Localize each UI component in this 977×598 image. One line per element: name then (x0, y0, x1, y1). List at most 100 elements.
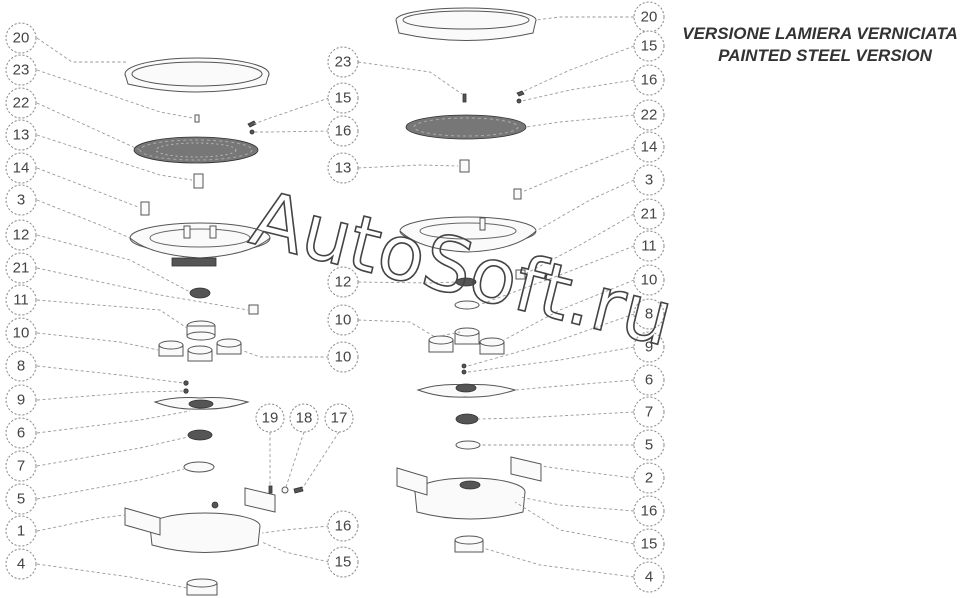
svg-text:16: 16 (335, 518, 352, 535)
left-part-15-screw (247, 120, 257, 128)
callout-left-7: 7 (5, 450, 37, 482)
svg-text:7: 7 (17, 458, 25, 475)
right-part-16-washer (516, 98, 522, 104)
svg-text:3: 3 (645, 172, 653, 189)
svg-text:20: 20 (13, 30, 30, 47)
callout-right-8: 8 (633, 298, 665, 330)
svg-text:13: 13 (13, 127, 30, 144)
right-part-20-rim (395, 7, 537, 41)
right-part-5-ring (455, 440, 481, 450)
left-part-11-cup (186, 320, 216, 341)
callout-left-20: 20 (5, 22, 37, 54)
svg-text:4: 4 (17, 556, 25, 573)
left-part-14-sleeve (140, 201, 150, 216)
callout-left-12: 12 (5, 219, 37, 251)
svg-text:15: 15 (641, 536, 658, 553)
callout-left-11: 11 (5, 284, 37, 316)
svg-text:23: 23 (13, 62, 30, 79)
callout-left-18: 18 (289, 403, 319, 433)
callout-left-16b: 16 (327, 510, 359, 542)
left-part-17 (293, 486, 304, 494)
svg-text:2: 2 (645, 470, 653, 487)
left-part-9-screw (183, 388, 189, 394)
svg-text:10: 10 (335, 312, 352, 329)
svg-text:17: 17 (331, 410, 348, 427)
right-part-7-ring (455, 413, 479, 425)
callout-right-3: 3 (633, 164, 665, 196)
callout-left-3: 3 (5, 184, 37, 216)
svg-text:10: 10 (13, 325, 30, 342)
svg-text:9: 9 (17, 392, 25, 409)
left-part-7-ring (187, 429, 213, 441)
svg-text:19: 19 (262, 410, 279, 427)
right-part-12-nut (455, 277, 477, 287)
svg-text:16: 16 (641, 503, 658, 520)
leader-lines (36, 16, 635, 589)
left-part-3-burner (129, 222, 271, 267)
svg-text:10: 10 (335, 349, 352, 366)
callout-right-11: 11 (633, 230, 665, 262)
svg-text:6: 6 (645, 372, 653, 389)
svg-text:11: 11 (641, 238, 657, 255)
callout-right-13: 13 (327, 152, 359, 184)
svg-text:16: 16 (335, 123, 352, 140)
right-part-22-grill (405, 114, 527, 140)
svg-text:11: 11 (13, 292, 29, 309)
callout-left-23: 23 (5, 54, 37, 86)
callout-right-23: 23 (327, 46, 359, 78)
left-part-10-cups (158, 338, 242, 362)
left-part-8-screw (183, 380, 189, 386)
right-part-4-cup (454, 535, 484, 553)
callout-right-6: 6 (633, 364, 665, 396)
right-part-13-sleeve (459, 159, 470, 173)
svg-text:21: 21 (13, 260, 30, 277)
callout-right-21: 21 (633, 198, 665, 230)
svg-text:5: 5 (17, 491, 25, 508)
left-part-16-washer (249, 129, 255, 135)
svg-text:14: 14 (13, 160, 30, 177)
callout-right-9: 9 (633, 331, 665, 363)
callout-right-4: 4 (633, 561, 665, 593)
svg-text:15: 15 (335, 554, 352, 571)
left-part-19 (268, 485, 273, 494)
left-part-1-pan (124, 487, 276, 553)
svg-text:16: 16 (641, 72, 658, 89)
callout-left-10a: 10 (5, 317, 37, 349)
left-part-6-spider (153, 397, 250, 410)
callouts-right: 20 15 23 16 22 13 14 3 21 12 11 10 10 8 … (327, 1, 665, 593)
callout-left-8: 8 (5, 350, 37, 382)
svg-text:3: 3 (17, 192, 25, 209)
callout-right-10b: 10 (633, 264, 665, 296)
svg-text:15: 15 (335, 90, 352, 107)
right-part-8-screw (461, 363, 467, 369)
svg-text:14: 14 (641, 139, 658, 156)
svg-text:22: 22 (13, 95, 30, 112)
callout-left-5: 5 (5, 483, 37, 515)
left-part-18 (281, 486, 289, 494)
svg-text:18: 18 (296, 410, 313, 427)
callout-left-4: 4 (5, 548, 37, 580)
left-part-4-cup (186, 578, 218, 596)
title-italian: VERSIONE LAMIERA VERNICIATA (682, 24, 958, 43)
callout-left-1: 1 (5, 515, 37, 547)
svg-text:20: 20 (641, 9, 658, 26)
callout-right-16a: 16 (633, 64, 665, 96)
svg-text:5: 5 (645, 437, 653, 454)
right-part-23-pin (462, 93, 467, 103)
svg-text:4: 4 (645, 569, 653, 586)
svg-text:1: 1 (17, 523, 25, 540)
right-part-6-spider (416, 383, 517, 398)
left-part-13-sleeve (193, 173, 204, 189)
callout-right-14: 14 (633, 131, 665, 163)
right-part-21-peg (515, 269, 526, 280)
svg-text:21: 21 (641, 206, 658, 223)
right-part-15-screw (516, 90, 525, 97)
callout-left-17: 17 (324, 403, 354, 433)
callout-right-2: 2 (633, 462, 665, 494)
callout-right-12: 12 (327, 266, 359, 298)
right-part-9-screw (461, 369, 467, 375)
callout-left-16a: 16 (327, 115, 359, 147)
callouts-left: 20 23 22 13 14 3 12 21 11 10 10 8 9 6 7 … (5, 22, 359, 580)
callout-left-22: 22 (5, 87, 37, 119)
callout-right-5: 5 (633, 429, 665, 461)
